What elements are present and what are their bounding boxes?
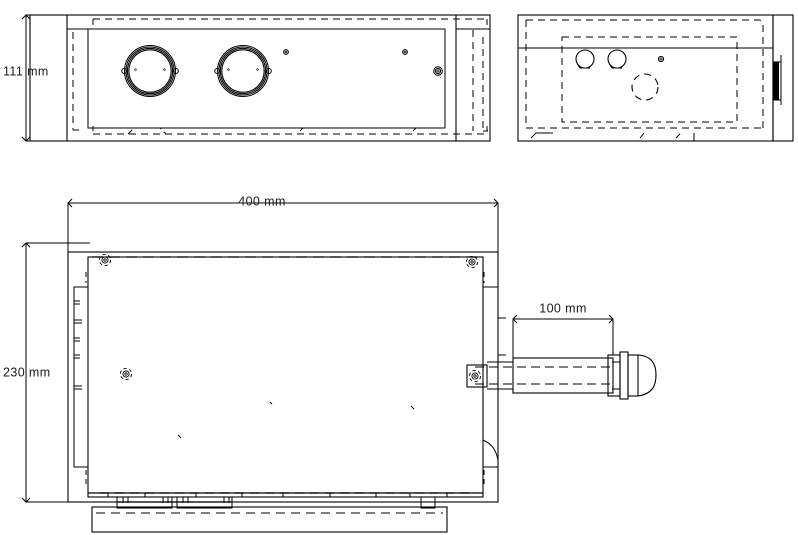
- dimension-height-111: [21, 14, 32, 142]
- hinge-bracket: [772, 14, 794, 142]
- cable-gland: [466, 351, 657, 400]
- dimension-gland-100: [512, 314, 614, 358]
- dimension-label-width: 400 mm: [238, 194, 286, 208]
- corner-fixing-top-right: [465, 255, 479, 269]
- dimension-width-400: [67, 198, 499, 252]
- dimension-label-depth: 230 mm: [3, 365, 51, 379]
- mounting-boss: [433, 66, 443, 76]
- gland-fixing: [468, 369, 482, 383]
- view-front-elevation: [29, 14, 491, 142]
- centre-fixing: [119, 367, 133, 381]
- dimension-label-gland: 100 mm: [539, 301, 587, 315]
- hidden-circle: [631, 73, 659, 101]
- screw-hole-right: [402, 49, 408, 55]
- knob-right: [214, 44, 272, 98]
- screw-hole-left: [283, 49, 289, 55]
- knob-left: [121, 44, 179, 98]
- view-plan: [67, 251, 657, 533]
- small-hole: [657, 55, 665, 63]
- view-side-elevation: [517, 14, 794, 142]
- dimension-label-height: 111 mm: [3, 64, 49, 78]
- corner-fixing-top-left: [98, 253, 112, 267]
- dimension-depth-230: [21, 242, 90, 503]
- base-rail: [88, 492, 483, 533]
